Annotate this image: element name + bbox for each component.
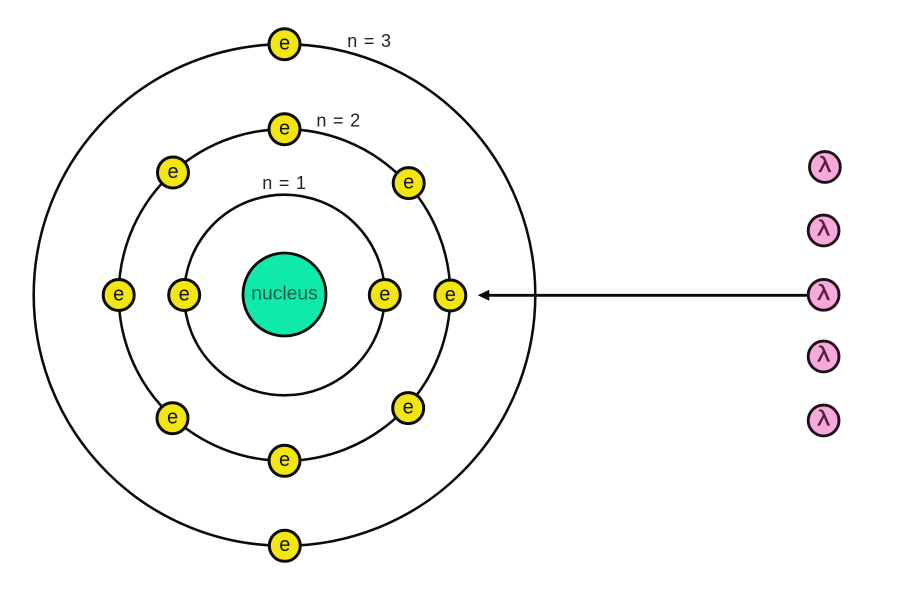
- svg-text:e: e: [445, 284, 456, 306]
- svg-text:λ: λ: [817, 406, 830, 431]
- svg-text:e: e: [279, 534, 290, 556]
- svg-text:nucleus: nucleus: [251, 284, 317, 305]
- svg-text:n = 2: n = 2: [316, 111, 361, 131]
- svg-text:n = 3: n = 3: [347, 31, 392, 51]
- svg-text:e: e: [279, 449, 290, 471]
- svg-text:e: e: [403, 171, 414, 193]
- svg-text:e: e: [403, 396, 414, 418]
- svg-text:λ: λ: [817, 342, 830, 367]
- svg-text:λ: λ: [817, 281, 830, 306]
- svg-text:λ: λ: [819, 153, 832, 178]
- svg-text:e: e: [279, 33, 290, 55]
- svg-text:e: e: [379, 283, 390, 305]
- svg-text:e: e: [113, 283, 124, 305]
- svg-text:e: e: [179, 283, 190, 305]
- svg-text:n = 1: n = 1: [262, 173, 307, 193]
- svg-text:e: e: [167, 407, 178, 429]
- svg-text:e: e: [279, 118, 290, 140]
- svg-text:e: e: [167, 161, 178, 183]
- svg-text:λ: λ: [817, 216, 830, 241]
